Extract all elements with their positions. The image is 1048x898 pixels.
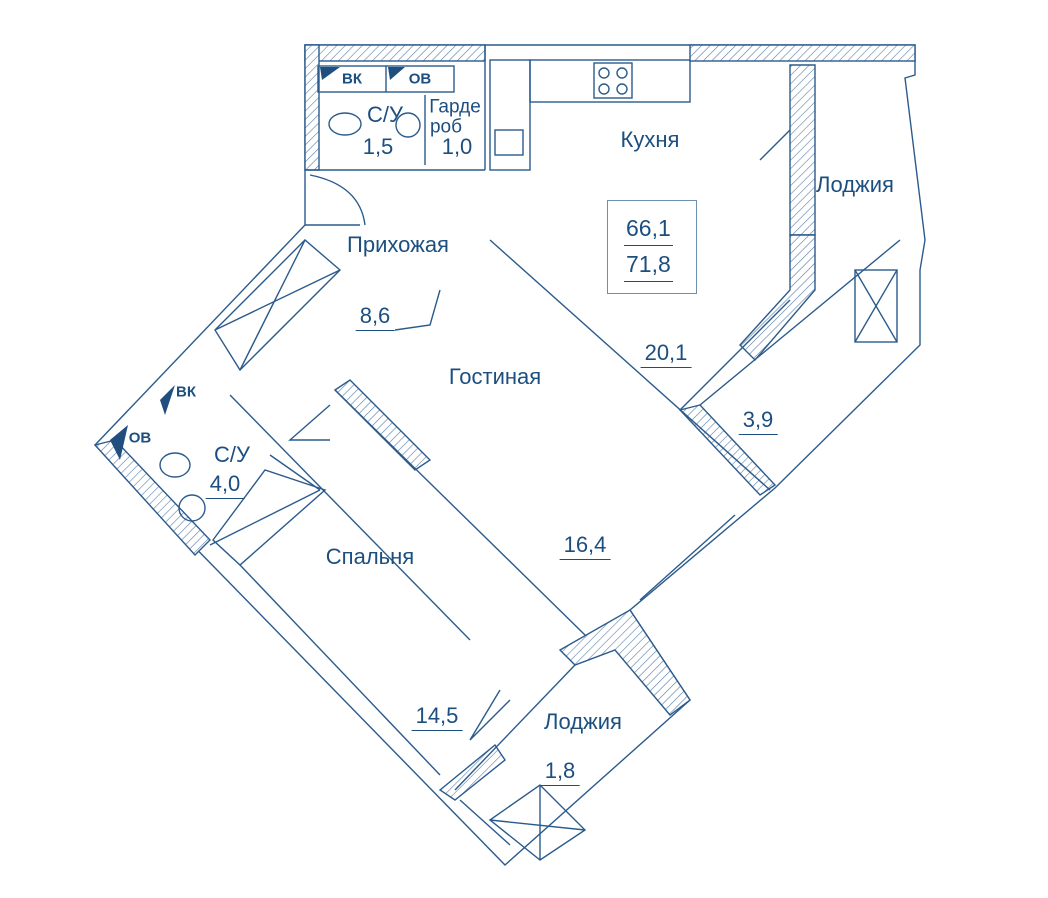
total-area-with-loggias: 71,8 [624, 251, 673, 282]
room-area-bedroom: 14,5 [411, 705, 463, 731]
area-summary-box: 66,1 71,8 [607, 200, 697, 294]
room-area-hallway: 8,6 [355, 305, 395, 331]
room-area-wc: 1,5 [362, 134, 394, 159]
lower-loggia-wall [558, 609, 691, 716]
room-name-bathroom: С/У [214, 442, 250, 467]
shaft-vk-label-2: ВК [176, 383, 196, 401]
top-wall-left [304, 44, 486, 62]
left-top-wall [304, 44, 320, 171]
room-name-kitchen: Кухня [620, 127, 680, 152]
living-wall [333, 379, 432, 471]
bathtub [212, 469, 327, 566]
room-area-wardrobe: 1,0 [441, 134, 473, 159]
room-area-loggia-2: 1,8 [540, 760, 580, 786]
stove [593, 62, 633, 99]
total-area: 66,1 [624, 215, 673, 246]
shaft-ov-label-2: ОВ [128, 429, 152, 447]
room-name-loggia-2: Лоджия [544, 709, 622, 734]
room-name-loggia-1: Лоджия [816, 172, 894, 197]
room-name-wc: С/У [367, 102, 403, 127]
room-name-wardrobe-1: Гарде [429, 96, 481, 118]
room-name-hallway: Прихожая [347, 232, 449, 257]
room-area-kitchen: 20,1 [640, 342, 692, 368]
room-area-bathroom: 4,0 [205, 473, 245, 499]
sink [494, 129, 524, 156]
room-area-living: 16,4 [559, 534, 611, 560]
kitchen-counter-top [529, 59, 691, 103]
shaft-ov-label: ОВ [408, 70, 432, 88]
room-name-wardrobe-2: роб [429, 116, 463, 138]
shaft-vk-label: ВК [342, 70, 362, 88]
top-wall-right [689, 44, 916, 62]
kitchen-counter [489, 59, 531, 171]
room-name-bedroom: Спальня [325, 544, 415, 569]
room-name-living: Гостиная [448, 364, 542, 389]
bath-wall [93, 439, 211, 557]
room-area-loggia-1: 3,9 [738, 409, 778, 435]
loggia-wall [789, 64, 816, 236]
